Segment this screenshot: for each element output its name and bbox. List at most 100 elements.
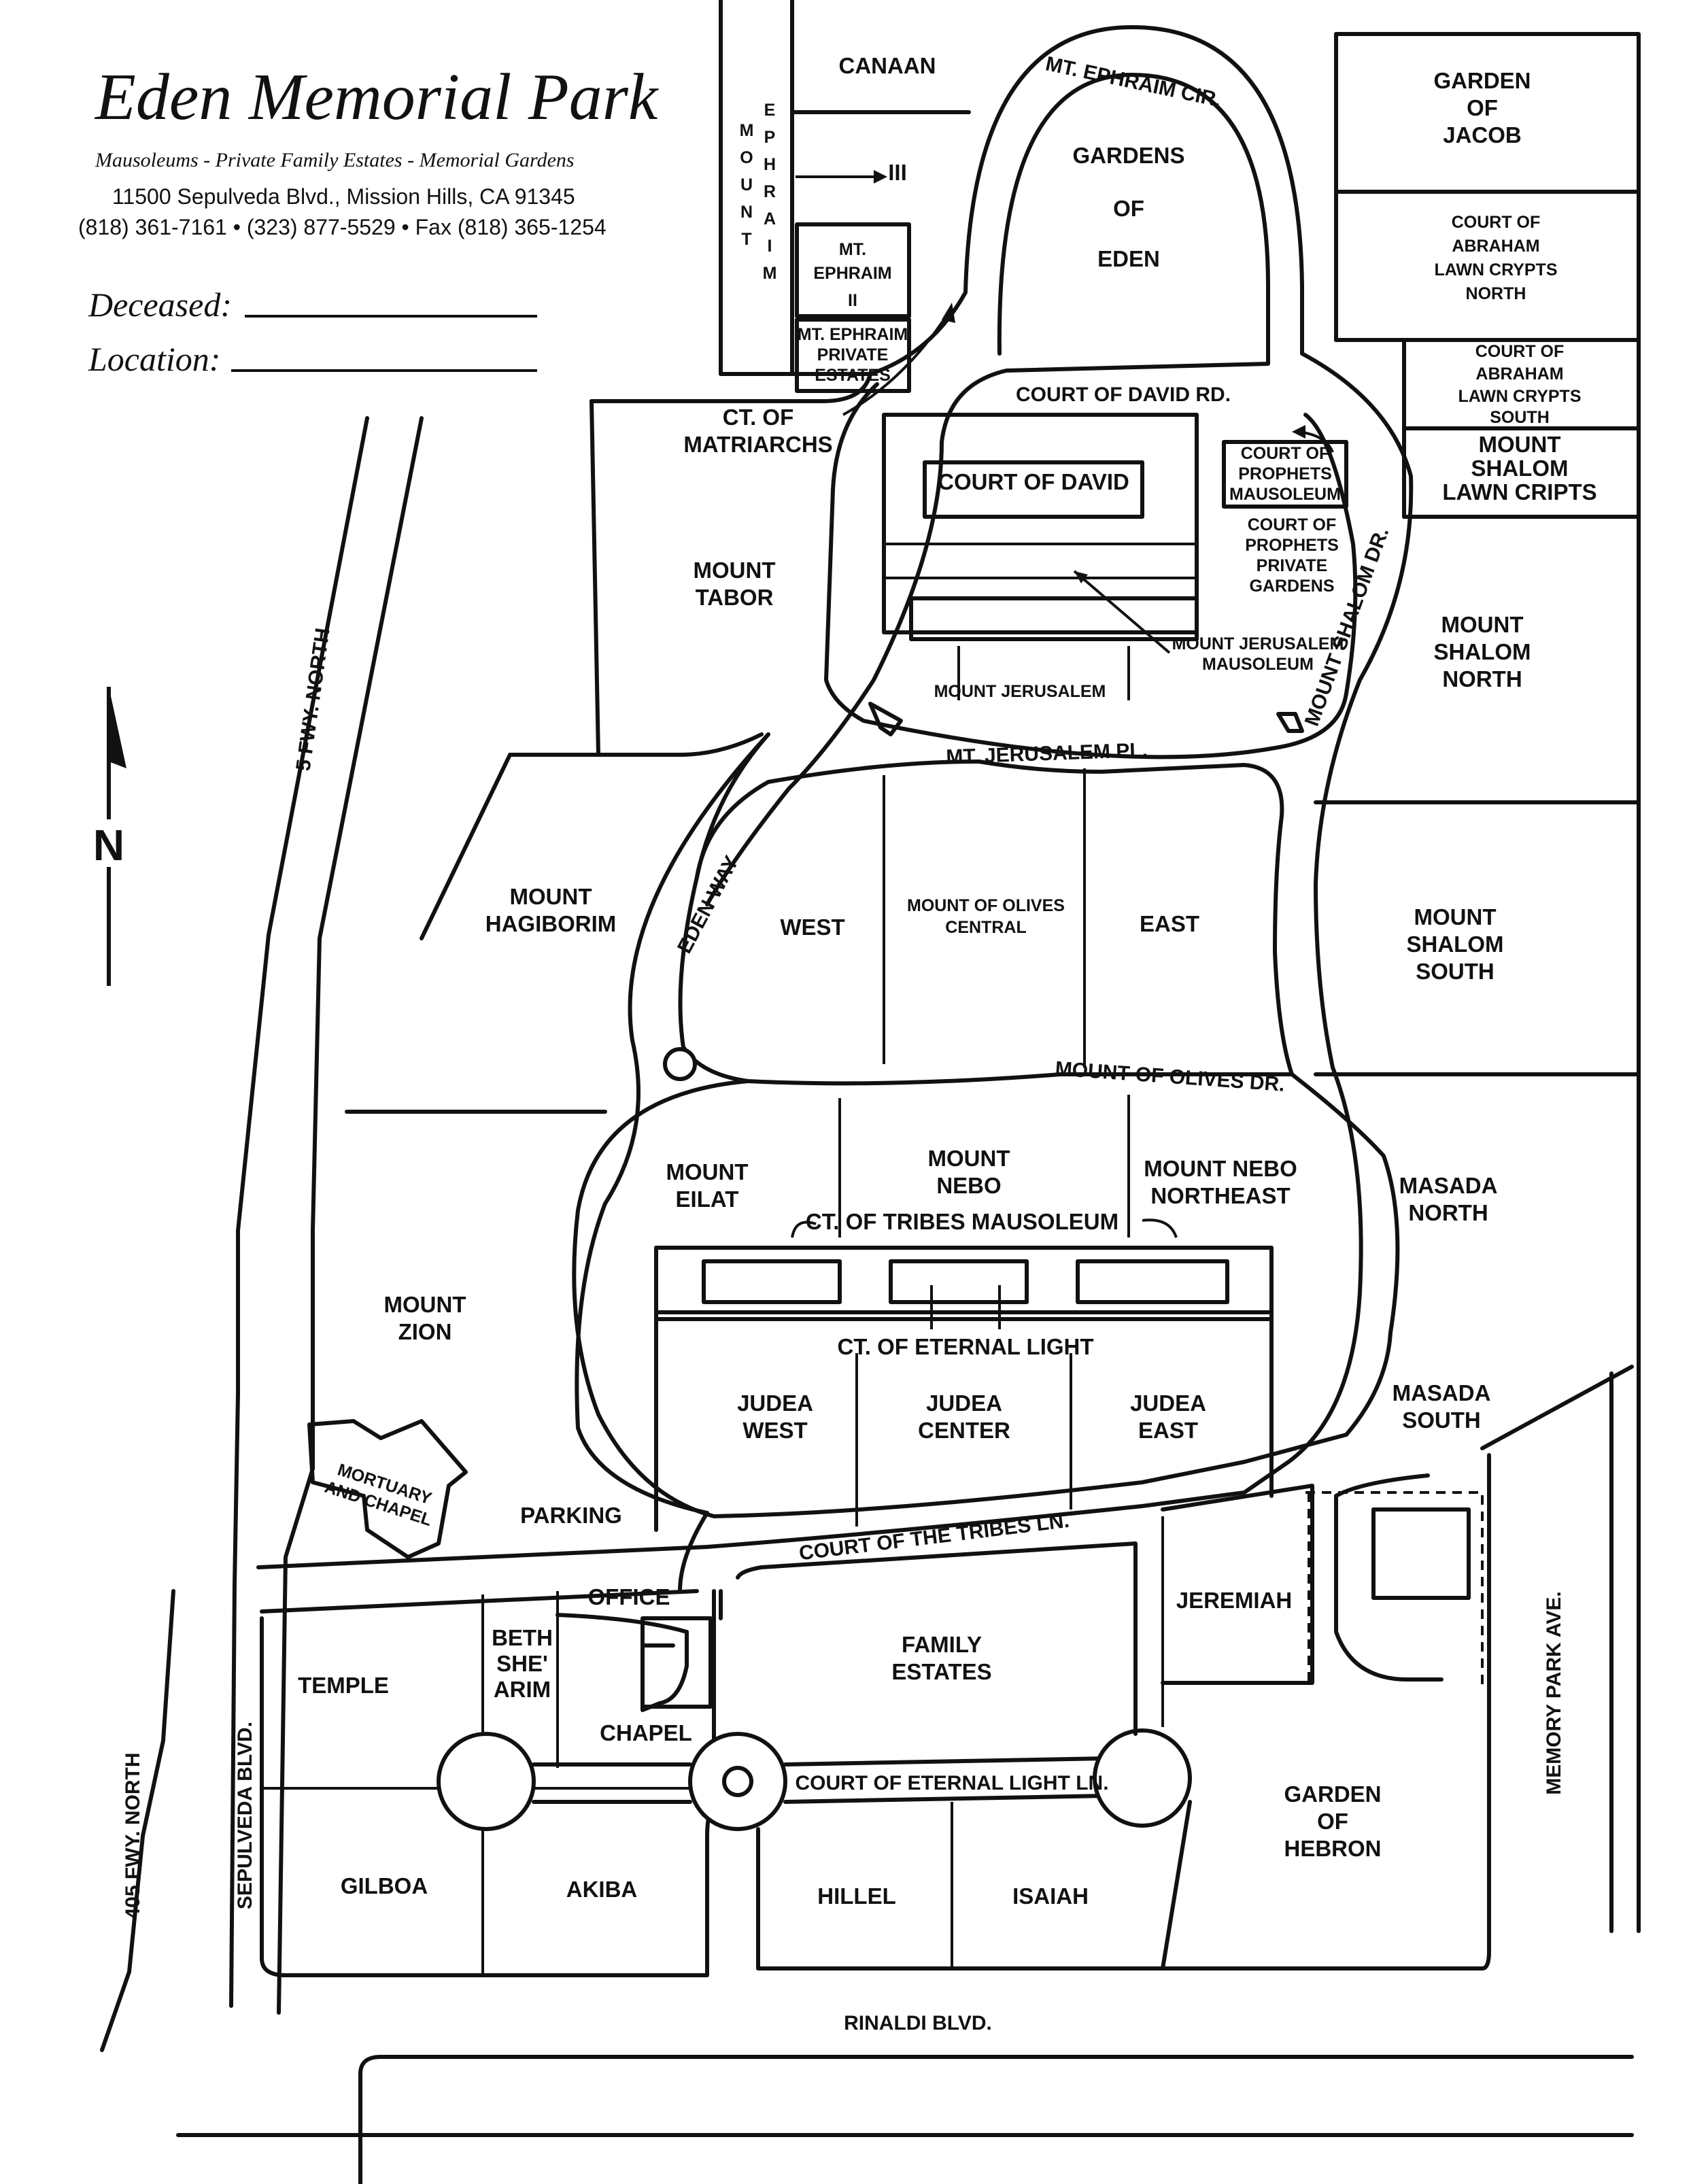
svg-text:ARIM: ARIM [494,1677,551,1702]
section-mount-shalom-north: MOUNT SHALOM NORTH [1434,612,1531,692]
svg-text:SHALOM: SHALOM [1434,639,1531,664]
svg-text:EPHRAIM: EPHRAIM [813,264,891,283]
svg-text:EILAT: EILAT [676,1187,739,1212]
section-hillel: HILLEL [817,1883,895,1909]
section-gilboa: GILBOA [341,1873,428,1898]
section-mount-shalom-south: MOUNT SHALOM SOUTH [1407,904,1504,984]
park-title: Eden Memorial Park [94,61,659,134]
svg-text:CENTRAL: CENTRAL [945,918,1026,937]
direction-arrows [791,170,1334,1329]
section-mount-zion: MOUNT ZION [384,1292,466,1344]
svg-text:JUDEA: JUDEA [737,1390,813,1416]
section-labels: CANAAN M O U N T E P H R A I M III MT. E… [298,53,1597,1909]
section-mount-eilat: MOUNT EILAT [666,1159,749,1212]
north-blocks [590,0,1641,1933]
section-mount-nebo-northeast: MOUNT NEBO NORTHEAST [1144,1156,1297,1208]
svg-text:U: U [740,175,753,194]
svg-text:MOUNT: MOUNT [1441,612,1524,637]
section-beth-shearim: BETH SHE' ARIM [492,1625,553,1702]
svg-text:M: M [740,121,754,140]
road-mount-of-olives-dr: MOUNT OF OLIVES DR. [1055,1057,1286,1096]
svg-text:SHE': SHE' [496,1651,548,1676]
svg-text:NORTH: NORTH [1408,1200,1488,1225]
freeways [100,416,1634,2184]
section-canaan: CANAAN [839,53,936,78]
section-isaiah: ISAIAH [1012,1883,1089,1909]
svg-text:MATRIARCHS: MATRIARCHS [683,432,832,457]
section-mt-ephraim-ii: MT. EPHRAIM II [813,240,891,310]
road-memory-park-ave: MEMORY PARK AVE. [1543,1591,1565,1794]
svg-text:HAGIBORIM: HAGIBORIM [485,911,617,936]
section-chapel: CHAPEL [600,1720,692,1745]
svg-text:ESTATES: ESTATES [815,366,891,385]
section-judea-east: JUDEA EAST [1130,1390,1206,1443]
svg-text:SHALOM: SHALOM [1471,456,1569,481]
svg-text:OF: OF [1467,95,1498,120]
svg-text:MOUNT: MOUNT [384,1292,466,1317]
svg-text:MAUSOLEUM: MAUSOLEUM [1229,485,1341,504]
svg-text:EAST: EAST [1138,1418,1198,1443]
section-garden-of-hebron: GARDEN OF HEBRON [1284,1781,1381,1861]
header: Eden Memorial Park Mausoleums - Private … [78,61,659,239]
section-masada-north: MASADA NORTH [1399,1173,1498,1225]
section-mount-jerusalem: MOUNT JERUSALEM [934,682,1106,701]
svg-text:MASADA: MASADA [1399,1173,1498,1198]
section-mount-ephraim: M O U N T E P H R A I M [740,101,777,283]
svg-text:A: A [764,209,776,228]
road-mt-jerusalem-pl: MT. JERUSALEM PL. [946,739,1148,768]
section-court-abraham-north: COURT OF ABRAHAM LAWN CRYPTS NORTH [1434,213,1557,303]
svg-text:COURT OF: COURT OF [1475,342,1565,361]
svg-text:JUDEA: JUDEA [1130,1390,1206,1416]
svg-text:SOUTH: SOUTH [1402,1407,1481,1433]
section-mount-ephraim-iii: III [888,160,907,185]
section-office: OFFICE [588,1584,670,1609]
svg-text:MOUNT: MOUNT [1479,432,1561,457]
road-eden-way: EDEN WAY [673,852,743,957]
svg-text:MASADA: MASADA [1393,1380,1491,1405]
south-blocks [260,1365,1634,1977]
north-label: N [93,821,124,870]
svg-text:O: O [740,148,753,167]
section-ct-matriarchs: CT. OF MATRIARCHS [683,405,832,457]
svg-text:JACOB: JACOB [1443,122,1522,148]
svg-text:PROPHETS: PROPHETS [1238,464,1332,483]
svg-text:CT. OF: CT. OF [723,405,794,430]
svg-text:PROPHETS: PROPHETS [1245,536,1339,555]
svg-text:ABRAHAM: ABRAHAM [1452,237,1539,256]
section-garden-of-jacob: GARDEN OF JACOB [1433,68,1531,148]
road-mt-ephraim-cir: MT. EPHRAIM CIR. [1044,52,1223,112]
svg-text:H: H [764,155,776,174]
svg-text:EDEN: EDEN [1097,246,1160,271]
svg-text:NORTH: NORTH [1442,666,1522,692]
svg-text:MAUSOLEUM: MAUSOLEUM [1202,655,1314,674]
svg-text:MOUNT NEBO: MOUNT NEBO [1144,1156,1297,1181]
svg-text:HEBRON: HEBRON [1284,1836,1381,1861]
svg-text:WEST: WEST [742,1418,807,1443]
road-405-fwy-north: 405 FWY. NORTH [122,1752,144,1919]
svg-text:COURT OF: COURT OF [1241,444,1330,463]
section-mortuary-chapel: MORTUARY AND CHAPEL [322,1460,434,1530]
svg-text:LAWN CRIPTS: LAWN CRIPTS [1442,479,1596,505]
section-mount-tabor: MOUNT TABOR [694,558,776,610]
section-west: WEST [780,915,844,940]
svg-text:SHALOM: SHALOM [1407,932,1504,957]
section-court-of-david: COURT OF DAVID [938,469,1129,494]
section-mt-ephraim-private: MT. EPHRAIM PRIVATE ESTATES [798,325,908,385]
svg-text:LAWN CRYPTS: LAWN CRYPTS [1458,387,1581,406]
svg-text:MOUNT: MOUNT [694,558,776,583]
svg-text:MOUNT: MOUNT [510,884,592,909]
svg-text:MT.: MT. [839,240,866,259]
svg-text:I: I [768,237,772,256]
road-5-fwy-north: 5 FWY. NORTH [292,627,335,772]
svg-text:PRIVATE: PRIVATE [817,345,889,364]
park-subtitle: Mausoleums - Private Family Estates - Me… [95,149,575,171]
section-ct-tribes-mausoleum: CT. OF TRIBES MAUSOLEUM [806,1209,1118,1234]
section-masada-south: MASADA SOUTH [1393,1380,1491,1433]
svg-text:MOUNT: MOUNT [1414,904,1497,929]
section-judea-west: JUDEA WEST [737,1390,813,1443]
svg-text:ESTATES: ESTATES [891,1659,991,1684]
section-temple: TEMPLE [298,1673,389,1698]
svg-text:ABRAHAM: ABRAHAM [1475,364,1563,383]
svg-text:NORTHEAST: NORTHEAST [1150,1183,1290,1208]
